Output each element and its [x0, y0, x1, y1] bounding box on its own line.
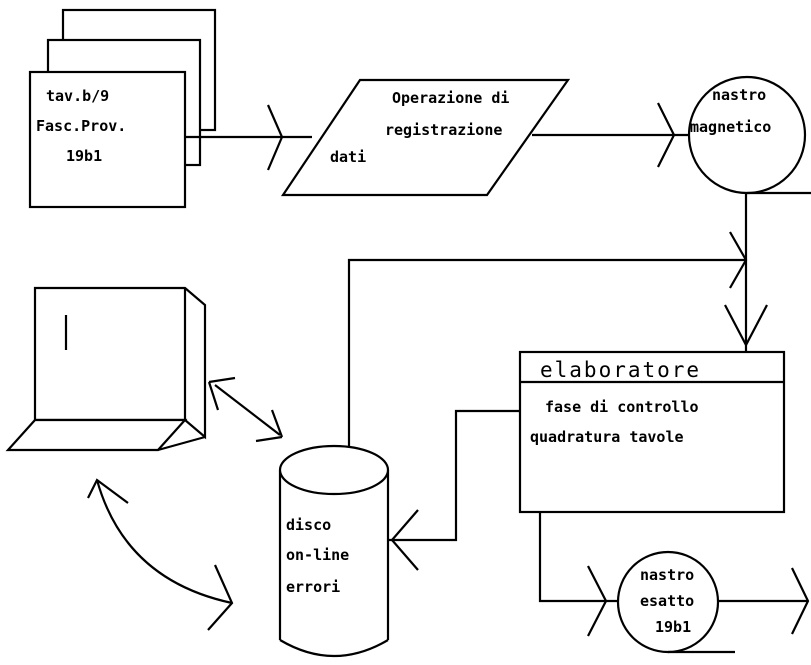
- arrowhead-icon: [390, 509, 419, 571]
- output-tape-circle: nastro esatto 19b1: [616, 550, 735, 654]
- processor-box: elaboratore fase di controllo quadratura…: [518, 350, 786, 514]
- connector-processor-to-disk: [388, 409, 520, 571]
- processor-label-line2: quadratura tavole: [530, 428, 684, 446]
- connector-processor-to-output-tape: [538, 512, 618, 637]
- arrowhead-icon: [587, 565, 608, 637]
- registration-label-line3: dati: [330, 148, 366, 166]
- disk-label-line3: errori: [286, 578, 340, 596]
- documents-label-line2: Fasc.Prov.: [36, 117, 126, 135]
- connector-registration-to-tape: [532, 102, 701, 168]
- tape-out-label-line2: esatto: [640, 592, 694, 610]
- terminal-workstation: [5, 286, 207, 452]
- magnetic-tape-circle: nastro magnetico: [687, 75, 811, 195]
- processor-title: elaboratore: [540, 358, 701, 382]
- tape-out-label-line1: nastro: [640, 566, 694, 584]
- arrowhead-icon: [266, 104, 284, 171]
- input-documents-stack: tav.b/9 Fasc.Prov. 19b1: [28, 8, 217, 209]
- arrowhead-icon: [270, 409, 284, 438]
- disk-label-line2: on-line: [286, 546, 349, 564]
- documents-label-line1: tav.b/9: [46, 87, 109, 105]
- connector-tape-to-processor: [724, 193, 768, 352]
- tape-out-label-line3: 19b1: [655, 618, 691, 636]
- documents-label-line3: 19b1: [66, 147, 102, 165]
- tape-in-label-line2: magnetico: [690, 118, 771, 136]
- arrowhead-icon: [207, 381, 220, 411]
- arrowhead-icon: [729, 231, 748, 289]
- arrowhead-icon: [208, 376, 236, 384]
- terminal-body: [33, 286, 207, 440]
- registration-label-line2: registrazione: [385, 121, 502, 139]
- data-registration-parallelogram: Operazione di registrazione dati: [280, 78, 571, 197]
- connector-terminal-to-disk: [207, 376, 284, 443]
- connector-output-tape-onward: [718, 567, 810, 635]
- document-front: [28, 70, 187, 209]
- connector-documents-to-registration: [185, 104, 312, 171]
- registration-label-line1: Operazione di: [392, 89, 509, 107]
- arrowhead-icon: [207, 564, 234, 631]
- arrowhead-icon: [724, 304, 768, 348]
- connector-disk-to-tape-line: [347, 231, 748, 448]
- tape-in-label-line1: nastro: [712, 86, 766, 104]
- arrowhead-icon: [87, 478, 129, 504]
- processor-label-line1: fase di controllo: [545, 398, 699, 416]
- arrowhead-icon: [791, 567, 810, 635]
- arrowhead-icon: [255, 435, 283, 443]
- disk-label-line1: disco: [286, 516, 331, 534]
- connector-operator-curve: [87, 478, 234, 631]
- arrowhead-icon: [657, 102, 676, 168]
- disk-cylinder: disco on-line errori: [278, 444, 390, 657]
- terminal-keyboard: [5, 418, 188, 452]
